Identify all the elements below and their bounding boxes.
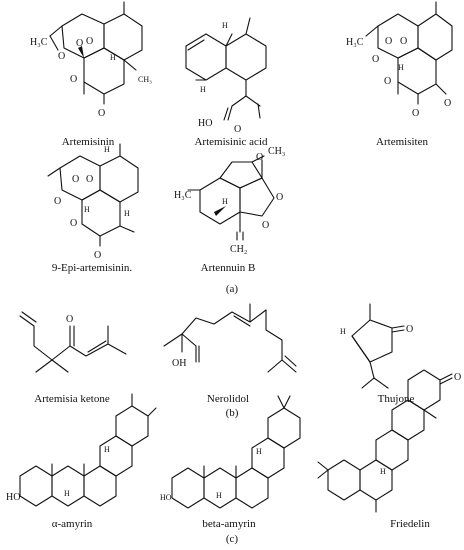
- atom-label-o: O: [72, 174, 79, 185]
- compound-label-friedelin: Friedelin: [390, 518, 430, 530]
- atom-label-o: O: [54, 196, 61, 207]
- compound-label-artemisia-ketone: Artemisia ketone: [34, 393, 110, 405]
- atom-label-ch2: CH₂: [230, 244, 247, 255]
- structure-thujone: O H: [340, 303, 413, 389]
- structure-beta-amyrin: HO H H: [160, 395, 301, 509]
- panel-label-b: (b): [225, 407, 239, 419]
- atom-label-oh: OH: [172, 358, 186, 369]
- atom-label-o: O: [385, 36, 392, 47]
- structure-artemisia-ketone: O: [19, 311, 127, 373]
- atom-label-h: H: [200, 85, 206, 94]
- atom-label-h: H: [398, 63, 404, 72]
- atom-label-h: H: [84, 205, 90, 214]
- atom-label-h: H: [104, 145, 110, 154]
- panel-label-a: (a): [225, 283, 239, 295]
- compound-label-nerolidol: Nerolidol: [206, 393, 250, 405]
- atom-label-o: O: [234, 124, 241, 135]
- structure-artemisinic-acid: HO O H H: [185, 17, 267, 135]
- atom-label-ch3: CH₃: [138, 75, 152, 84]
- compound-label-alpha-amyrin: α-amyrin: [51, 518, 93, 530]
- panel-label-c: (c): [225, 533, 239, 545]
- atom-label-o: O: [400, 36, 407, 47]
- compound-label-artemisinic-acid: Artemisinic acid: [194, 136, 268, 148]
- compound-label-beta-amyrin: beta-amyrin: [202, 518, 256, 530]
- atom-label-o: O: [454, 372, 461, 383]
- atom-label-o: O: [98, 108, 105, 119]
- atom-label-o: O: [86, 36, 93, 47]
- atom-label-o: O: [406, 324, 413, 335]
- atom-label-h: H: [222, 197, 228, 206]
- atom-label-ch3: CH₃: [268, 146, 285, 157]
- atom-label-h3c: H₃C: [30, 37, 48, 48]
- atom-label-h: H: [104, 445, 110, 454]
- atom-label-ho: HO: [160, 493, 172, 502]
- atom-label-h: H: [64, 489, 70, 498]
- atom-label-h3c: H₃C: [174, 190, 192, 201]
- structure-alpha-amyrin: HO H H: [6, 393, 157, 507]
- atom-label-o: O: [444, 98, 451, 109]
- structure-friedelin: O H: [317, 369, 461, 513]
- structure-artemisinin: H₃C O O O O O H CH₃: [30, 1, 152, 119]
- atom-label-o: O: [412, 108, 419, 119]
- atom-label-o: O: [58, 51, 65, 62]
- compound-label-artemisiten: Artemisiten: [376, 136, 428, 148]
- atom-label-ho: HO: [198, 118, 212, 129]
- atom-label-o: O: [384, 76, 391, 87]
- atom-label-o: O: [256, 152, 263, 163]
- structure-artennuin-b: O CH₃ H₃C O O CH₂ H: [174, 146, 285, 255]
- atom-label-o: O: [70, 218, 77, 229]
- structure-9-epi-artemisinin: O O O O O H H H: [47, 143, 139, 261]
- atom-label-ho: HO: [6, 492, 20, 503]
- atom-label-o: O: [76, 38, 83, 49]
- atom-label-o: O: [70, 74, 77, 85]
- compound-label-9-epi-artemisinin: 9-Epi-artemisinin.: [51, 262, 133, 274]
- atom-label-h: H: [256, 447, 262, 456]
- atom-label-h: H: [124, 209, 130, 218]
- structure-artemisiten: H₃C O O O O O O H: [346, 1, 453, 119]
- atom-label-o: O: [276, 192, 283, 203]
- atom-label-h: H: [340, 327, 346, 336]
- atom-label-h: H: [222, 21, 228, 30]
- atom-label-o: O: [262, 220, 269, 231]
- atom-label-o: O: [372, 54, 379, 65]
- atom-label-h: H: [216, 491, 222, 500]
- compound-label-artemisinin: Artemisinin: [61, 136, 115, 148]
- atom-label-h: H: [110, 53, 116, 62]
- atom-label-o: O: [86, 174, 93, 185]
- atom-label-o: O: [66, 314, 73, 325]
- structure-nerolidol: OH: [163, 303, 297, 373]
- atom-label-h: H: [380, 467, 386, 476]
- compound-label-thujone: Thujone: [377, 393, 415, 405]
- atom-label-h3c: H₃C: [346, 37, 364, 48]
- atom-label-o: O: [94, 250, 101, 261]
- compound-label-artennuin-b: Artennuin B: [200, 262, 256, 274]
